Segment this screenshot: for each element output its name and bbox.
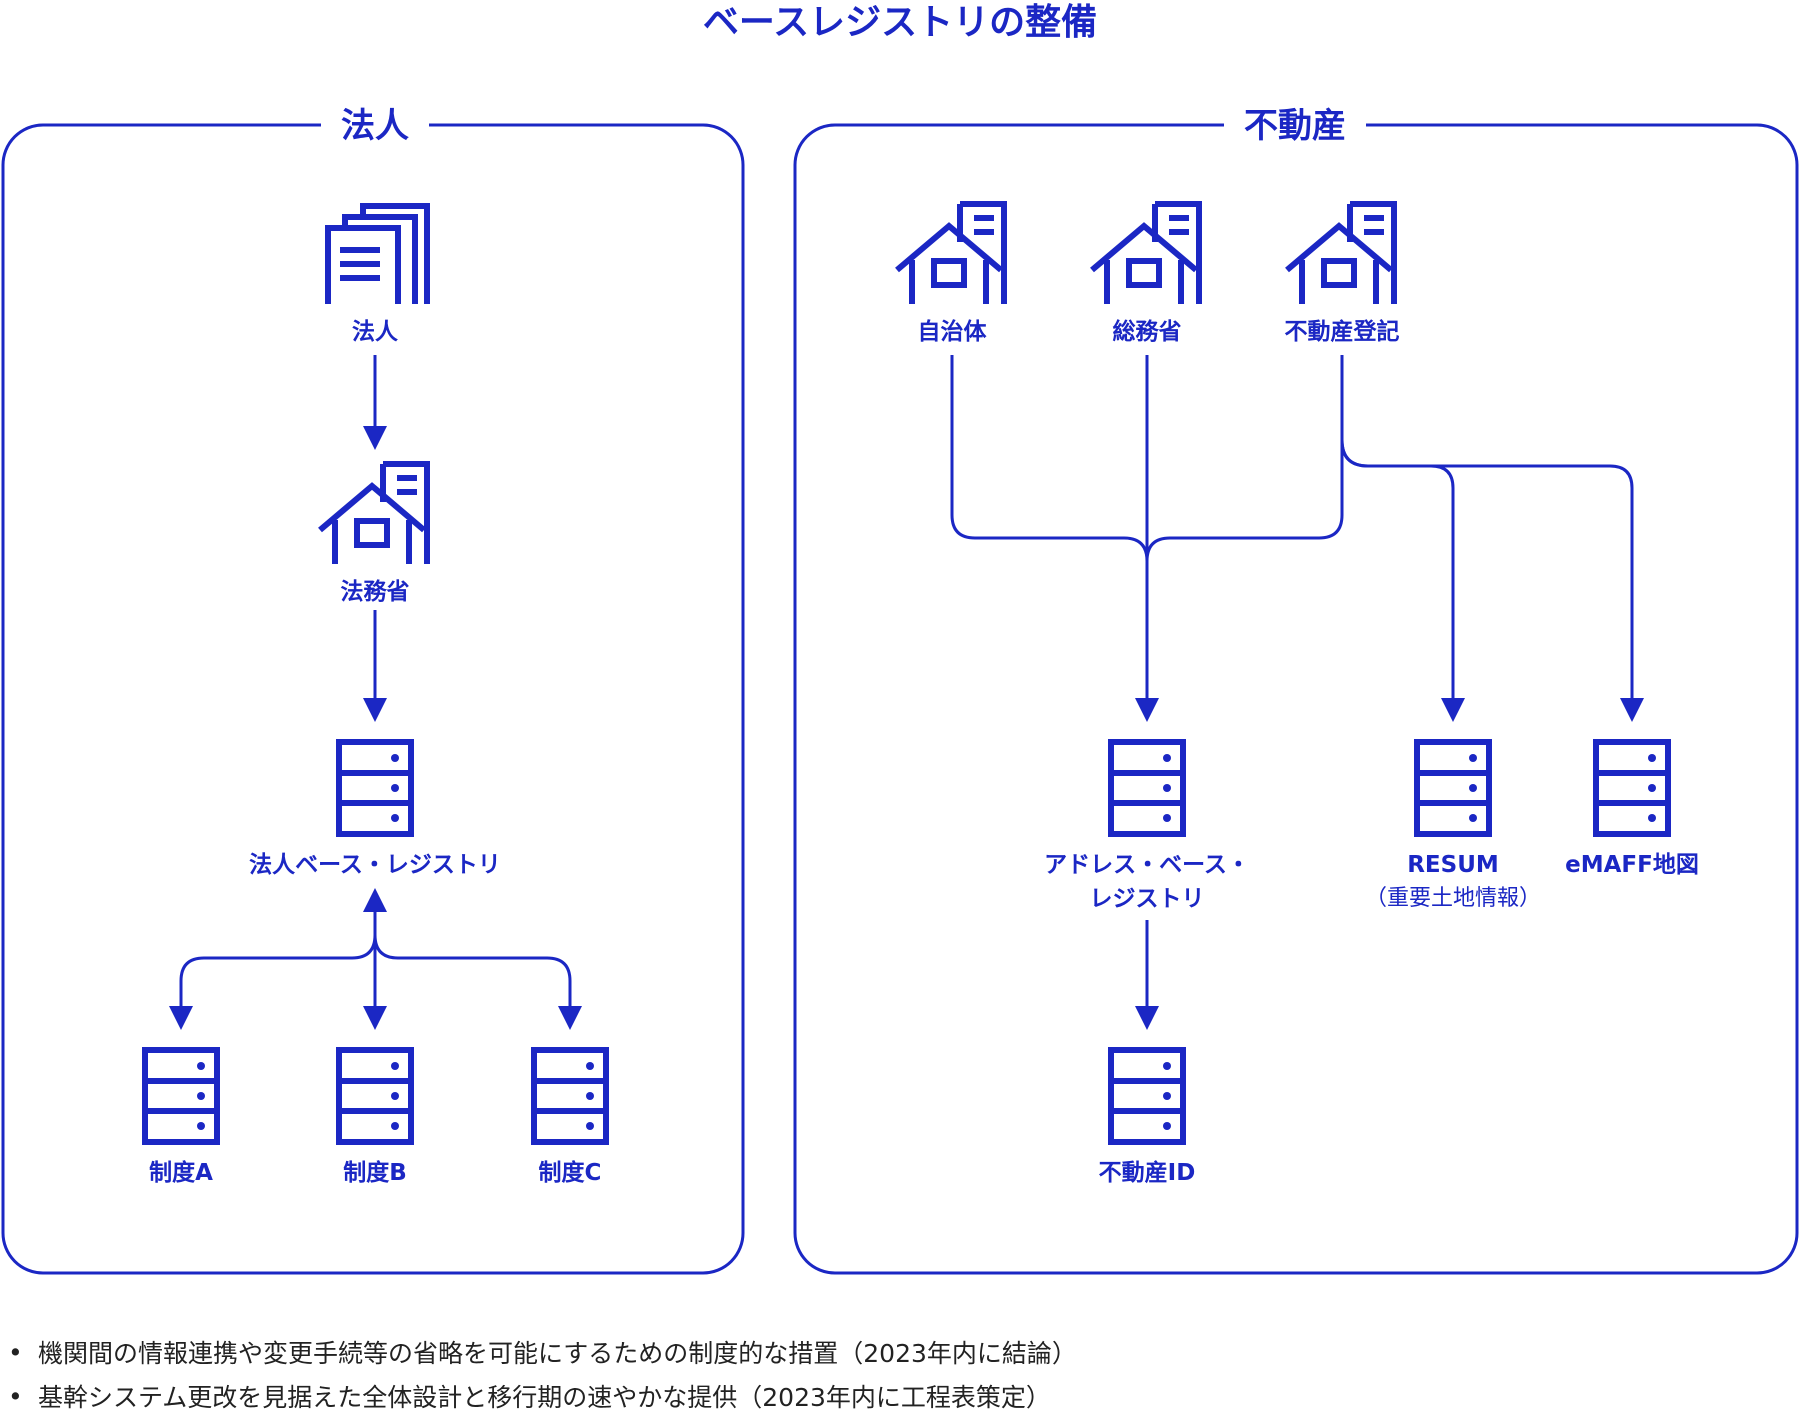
node-moj-label: 法務省 — [340, 579, 410, 605]
left-panel-title: 法人 — [321, 104, 429, 149]
connector-real-estate-registration — [1145, 355, 1344, 562]
node-real-estate-registration-label: 不動産登記 — [1284, 319, 1400, 345]
bullet: • — [8, 1381, 23, 1411]
page-title: ベースレジストリの整備 — [702, 2, 1098, 43]
node-system-a-label: 制度A — [149, 1160, 213, 1186]
server-icon — [1111, 742, 1183, 834]
server-icon — [1111, 1050, 1183, 1142]
list-item: • 基幹システム更改を見据えた全体設計と移行期の速やかな提供（2023年内に工程… — [8, 1374, 1077, 1418]
government-building-icon — [1092, 204, 1199, 304]
list-item: • 機関間の情報連携や変更手続等の省略を可能にするための制度的な措置（2023年… — [8, 1330, 1077, 1374]
server-icon — [339, 1050, 411, 1142]
connector-municipality — [950, 355, 1149, 562]
left-panel-frame — [1, 123, 745, 1275]
node-emaff-label: eMAFF地図 — [1565, 852, 1699, 878]
government-building-icon — [320, 464, 427, 564]
node-real-estate-id-label: 不動産ID — [1098, 1160, 1196, 1186]
server-icon — [534, 1050, 606, 1142]
right-panel-frame — [793, 123, 1799, 1275]
notes-list: • 機関間の情報連携や変更手続等の省略を可能にするための制度的な措置（2023年… — [8, 1330, 1077, 1418]
right-panel-title: 不動産 — [1224, 104, 1366, 149]
node-address-registry-label-line1: アドレス・ベース・ — [1044, 852, 1250, 878]
connector-registry-to-system-c — [373, 934, 582, 1030]
server-icon — [1417, 742, 1489, 834]
node-address-registry-label-line2: レジストリ — [1089, 886, 1205, 912]
node-system-b-label: 制度B — [343, 1160, 407, 1186]
server-icon — [339, 742, 411, 834]
node-resum-sublabel: （重要土地情報） — [1364, 886, 1542, 911]
government-building-icon — [1287, 204, 1394, 304]
node-corporate-registry-label: 法人ベース・レジストリ — [249, 852, 501, 878]
server-icon — [145, 1050, 217, 1142]
note-text: 機関間の情報連携や変更手続等の省略を可能にするための制度的な措置（2023年内に… — [38, 1339, 1077, 1368]
arrow-to-emaff — [1340, 439, 1644, 722]
bullet: • — [8, 1337, 23, 1367]
node-corporation-label: 法人 — [352, 319, 398, 345]
government-building-icon — [897, 204, 1004, 304]
office-building-icon — [328, 206, 427, 304]
server-icon — [1596, 742, 1668, 834]
node-municipality-label: 自治体 — [917, 319, 987, 345]
arrow-to-resum — [1340, 439, 1465, 722]
node-mic-label: 総務省 — [1112, 319, 1182, 345]
note-text: 基幹システム更改を見据えた全体設計と移行期の速やかな提供（2023年内に工程表策… — [38, 1383, 1051, 1412]
node-resum-label: RESUM — [1407, 852, 1499, 878]
node-system-c-label: 制度C — [538, 1160, 602, 1186]
connector-registry-to-system-a — [169, 934, 377, 1030]
